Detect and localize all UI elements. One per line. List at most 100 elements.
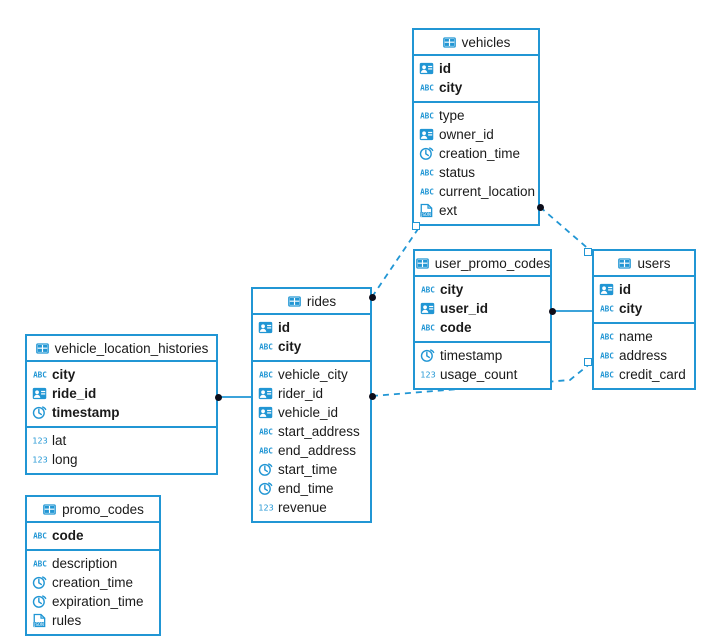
field-promo_codes-rules[interactable]: JSON rules: [27, 611, 159, 630]
entity-name: user_promo_codes: [434, 255, 551, 271]
field-label: type: [439, 108, 465, 123]
field-label: id: [278, 320, 290, 335]
svg-text:123: 123: [258, 504, 273, 513]
field-rides-id[interactable]: id: [253, 318, 370, 337]
svg-text:ABC: ABC: [33, 560, 47, 569]
abc-string-icon: ABC: [32, 528, 47, 543]
field-label: timestamp: [440, 348, 503, 363]
table-icon: [42, 503, 57, 516]
field-vehicles-id[interactable]: id: [414, 59, 538, 78]
entity-header-rides[interactable]: rides: [253, 289, 370, 315]
entity-header-vehicle_location_histories[interactable]: vehicle_location_histories: [27, 336, 216, 362]
relationship-endpoint-square-vehicles-to-users: [584, 248, 592, 256]
field-label: code: [52, 528, 84, 543]
field-vehicles-owner_id[interactable]: owner_id: [414, 125, 538, 144]
id-card-icon: [599, 282, 614, 297]
field-label: current_location: [439, 184, 536, 199]
field-user_promo_codes-user_id[interactable]: user_id: [415, 299, 550, 318]
svg-text:ABC: ABC: [420, 84, 434, 93]
clock-icon: [258, 481, 273, 496]
field-label: vehicle_id: [278, 405, 339, 420]
123-number-icon: 123: [32, 452, 47, 467]
svg-text:123: 123: [32, 456, 47, 465]
field-label: expiration_time: [52, 594, 144, 609]
field-promo_codes-code[interactable]: ABC code: [27, 526, 159, 545]
field-label: long: [52, 452, 78, 467]
field-vehicle_location_histories-timestamp[interactable]: timestamp: [27, 403, 216, 422]
field-label: status: [439, 165, 476, 180]
field-label: start_time: [278, 462, 338, 477]
field-vehicle_location_histories-ride_id[interactable]: ride_id: [27, 384, 216, 403]
field-rides-rider_id[interactable]: rider_id: [253, 384, 370, 403]
field-promo_codes-creation_time[interactable]: creation_time: [27, 573, 159, 592]
abc-string-icon: ABC: [32, 367, 47, 382]
svg-text:123: 123: [32, 437, 47, 446]
id-card-icon: [258, 320, 273, 335]
abc-string-icon: ABC: [599, 301, 614, 316]
field-vehicles-creation_time[interactable]: creation_time: [414, 144, 538, 163]
field-users-id[interactable]: id: [594, 280, 694, 299]
field-rides-vehicle_id[interactable]: vehicle_id: [253, 403, 370, 422]
entity-header-user_promo_codes[interactable]: user_promo_codes: [415, 251, 550, 277]
field-rides-end_time[interactable]: end_time: [253, 479, 370, 498]
field-rides-start_time[interactable]: start_time: [253, 460, 370, 479]
id-card-icon: [258, 405, 273, 420]
svg-text:ABC: ABC: [259, 447, 273, 456]
svg-text:ABC: ABC: [600, 352, 614, 361]
entity-header-users[interactable]: users: [594, 251, 694, 277]
field-label: ride_id: [52, 386, 97, 401]
field-promo_codes-expiration_time[interactable]: expiration_time: [27, 592, 159, 611]
abc-string-icon: ABC: [419, 165, 434, 180]
field-user_promo_codes-timestamp[interactable]: timestamp: [415, 346, 550, 365]
123-number-icon: 123: [420, 367, 435, 382]
abc-string-icon: ABC: [599, 329, 614, 344]
entity-header-vehicles[interactable]: vehicles: [414, 30, 538, 56]
entity-header-promo_codes[interactable]: promo_codes: [27, 497, 159, 523]
clock-icon: [32, 575, 47, 590]
field-label: rules: [52, 613, 82, 628]
abc-string-icon: ABC: [258, 367, 273, 382]
table-icon: [617, 257, 632, 270]
relationship-endpoint-dot-rides-to-vehicles: [368, 293, 376, 301]
svg-text:JSON: JSON: [33, 622, 44, 627]
table-icon: [415, 257, 430, 270]
field-vehicles-status[interactable]: ABC status: [414, 163, 538, 182]
id-card-icon: [419, 127, 434, 142]
field-label: city: [278, 339, 302, 354]
field-vehicle_location_histories-long[interactable]: 123 long: [27, 450, 216, 469]
